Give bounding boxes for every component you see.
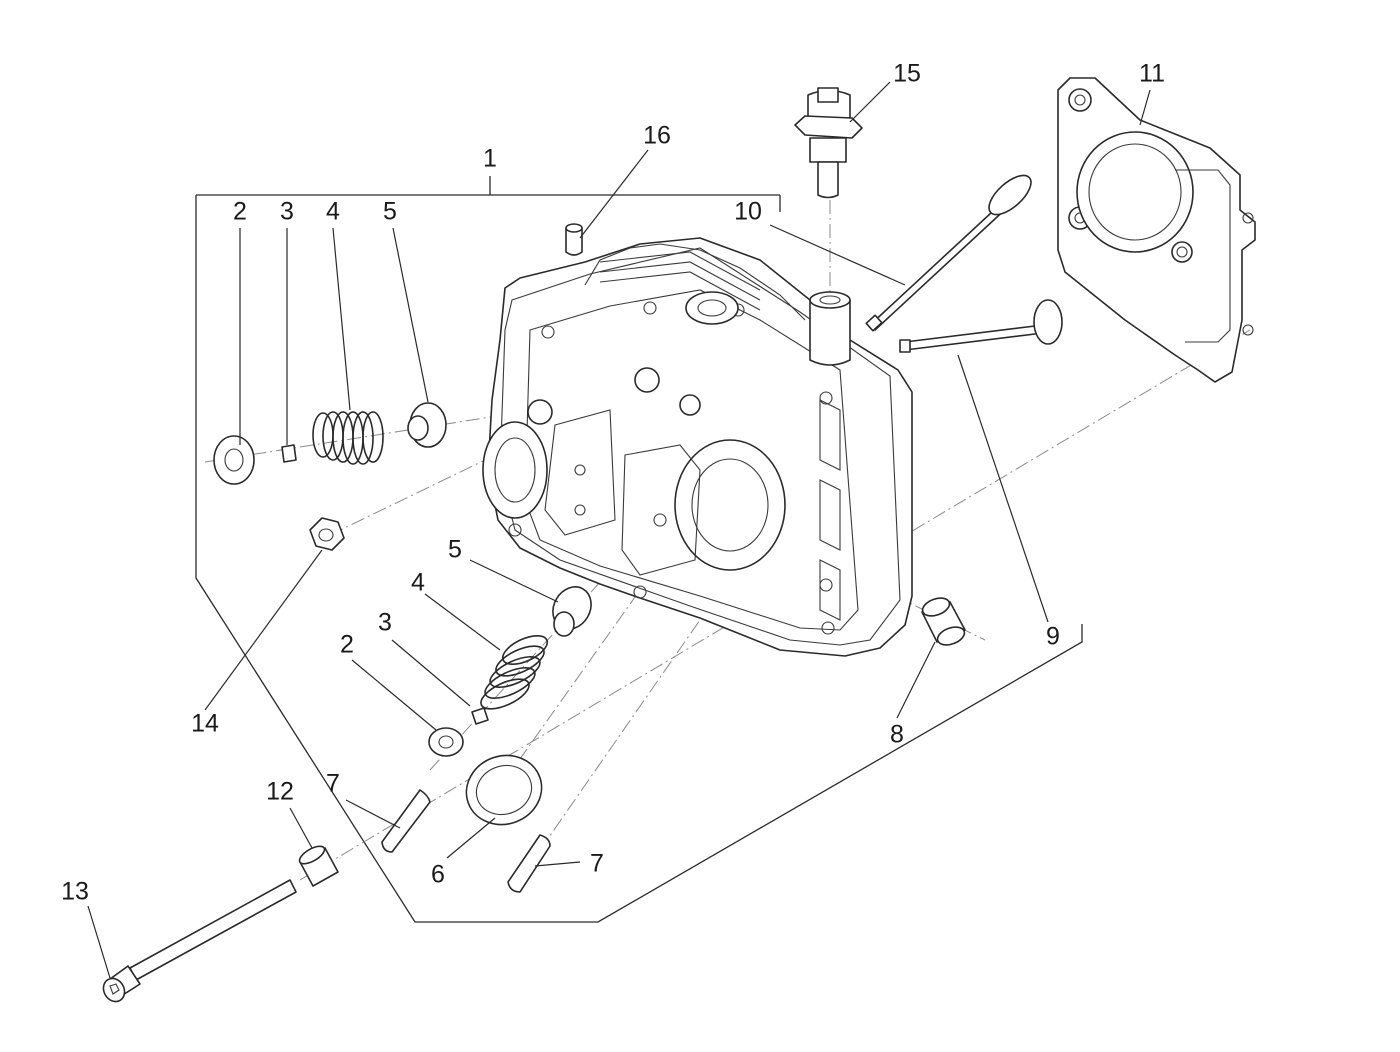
- spring-upper: [312, 411, 384, 465]
- plug-part-16: [565, 223, 583, 256]
- callout-2-lower: 2: [340, 631, 354, 659]
- callout-3-upper: 3: [280, 198, 294, 226]
- cylinder-head: [482, 237, 913, 657]
- callout-labels: 1 2 3 4 5 16 15 11 10 9 8 14 5 4 3 2 7 7…: [61, 60, 1165, 906]
- spring-lower: [480, 634, 549, 710]
- dowel-pin-part-7-right: [507, 834, 551, 893]
- valve-part-9: [899, 299, 1063, 353]
- bolt-part-13: [102, 879, 297, 1003]
- bushing-part-8: [921, 597, 966, 646]
- callout-2-upper: 2: [233, 198, 247, 226]
- callout-7-right: 7: [590, 850, 604, 878]
- callout-11: 11: [1139, 60, 1165, 88]
- valve-set-upper: [213, 402, 447, 485]
- callout-4-upper: 4: [326, 198, 340, 226]
- dowel-pin-part-7-left: [381, 789, 431, 853]
- callout-5-upper: 5: [383, 198, 397, 226]
- cylinder-head-gasket-part-11: [1057, 77, 1256, 383]
- callout-16: 16: [643, 122, 671, 150]
- callout-5-lower: 5: [448, 536, 462, 564]
- callout-3-lower: 3: [378, 609, 392, 637]
- callout-15: 15: [893, 60, 921, 88]
- callout-7-left: 7: [326, 770, 340, 798]
- callout-9: 9: [1046, 623, 1060, 651]
- callout-8: 8: [890, 721, 904, 749]
- assembly-bracket: [195, 176, 1083, 923]
- callout-12: 12: [266, 778, 294, 806]
- callout-10: 10: [734, 198, 762, 226]
- leader-lines: [87, 81, 1151, 979]
- temperature-sensor-part-15: [794, 87, 863, 199]
- callout-6: 6: [431, 861, 445, 889]
- valve-part-10: [865, 174, 1032, 332]
- callout-13: 13: [61, 878, 89, 906]
- callout-14: 14: [191, 710, 219, 738]
- callout-4-lower: 4: [411, 569, 425, 597]
- valve-set-lower: [428, 586, 592, 757]
- nut-part-14: [309, 517, 345, 551]
- washer-part-6: [465, 754, 543, 826]
- callout-1: 1: [483, 145, 497, 173]
- sleeve-part-12: [298, 845, 339, 887]
